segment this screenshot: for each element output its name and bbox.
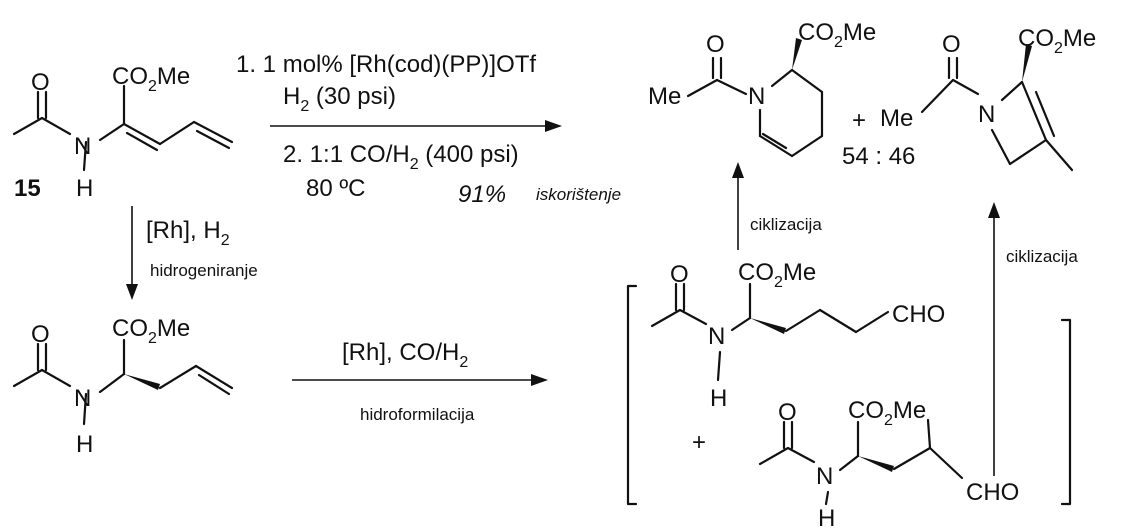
compound-15: O N H 15 CO2Me [12, 63, 234, 202]
aldehyde-group: CHO [892, 301, 945, 328]
atom-oxygen: O [670, 261, 689, 288]
bond [195, 129, 231, 150]
atom-nitrogen: N [748, 83, 765, 110]
cyclization-arrow-right [988, 202, 1000, 476]
atom-nitrogen: N [708, 323, 725, 350]
hydrogenation-reagent: [Rh], H2 [146, 217, 230, 249]
compound-number: 15 [14, 175, 41, 202]
bond [98, 122, 126, 142]
condition-step2: 2. 1:1 CO/H2 (400 psi) [283, 141, 519, 173]
atom-oxygen: O [778, 399, 797, 426]
atom-hydrogen: H [76, 431, 93, 458]
hydroformylation-reagent: [Rh], CO/H2 [342, 339, 468, 371]
ester-group: CO2Me [112, 315, 190, 347]
condition-temperature: 80 ºC [306, 175, 365, 202]
top-reaction-arrow [270, 120, 562, 132]
branched-aldehyde: O N H CO2Me CHO [758, 397, 1019, 530]
product-tetrahydropyridine: O Me N CO2Me [648, 19, 876, 158]
atom-methyl: Me [880, 105, 913, 132]
ester-group: CO2Me [1018, 25, 1096, 57]
cyclization-arrow-left [732, 162, 744, 250]
atom-nitrogen: N [74, 385, 91, 412]
hydrogenation-arrow [126, 206, 138, 300]
atom-nitrogen: N [74, 133, 91, 160]
ester-group: CO2Me [798, 19, 876, 51]
product-dihydropyrrole: O Me N CO2Me [880, 25, 1096, 172]
plus-sign: + [852, 107, 866, 134]
plus-sign: + [692, 429, 706, 456]
ester-group: CO2Me [848, 397, 926, 429]
linear-aldehyde: O N H CO2Me CHO [650, 259, 945, 412]
atom-oxygen: O [31, 69, 50, 96]
hydroformylation-label: hidroformilacija [360, 405, 475, 424]
ester-group: CO2Me [112, 63, 190, 95]
condition-h2-pressure: H2 (30 psi) [283, 83, 396, 115]
bond [12, 116, 72, 136]
atom-oxygen: O [31, 321, 50, 348]
atom-nitrogen: N [978, 101, 995, 128]
atom-hydrogen: H [76, 175, 93, 202]
atom-hydrogen: H [818, 505, 835, 530]
hydrogenation-label: hidrogeniranje [150, 261, 258, 280]
atom-methyl: Me [648, 83, 681, 110]
atom-oxygen: O [706, 31, 725, 58]
bond [158, 120, 196, 146]
yield-value: 91% [458, 181, 506, 208]
hydroformylation-arrow [292, 374, 548, 386]
yield-word: iskorištenje [536, 185, 621, 204]
bond [125, 131, 159, 152]
left-bracket [626, 284, 638, 506]
condition-step1: 1. 1 mol% [Rh(cod)(PP)]OTf [236, 51, 536, 78]
bond [122, 122, 162, 146]
bond [82, 140, 88, 172]
atom-oxygen: O [942, 31, 961, 58]
aldehyde-group: CHO [966, 479, 1019, 506]
hydrogenated-intermediate: O N H CO2Me [12, 315, 234, 458]
right-bracket [1060, 318, 1072, 506]
cyclization-label: ciklizacija [750, 215, 822, 234]
atom-hydrogen: H [710, 385, 727, 412]
cyclization-label: ciklizacija [1006, 247, 1078, 266]
bond [192, 120, 234, 144]
atom-nitrogen: N [816, 463, 833, 490]
ester-group: CO2Me [738, 259, 816, 291]
product-ratio: 54 : 46 [842, 143, 915, 170]
